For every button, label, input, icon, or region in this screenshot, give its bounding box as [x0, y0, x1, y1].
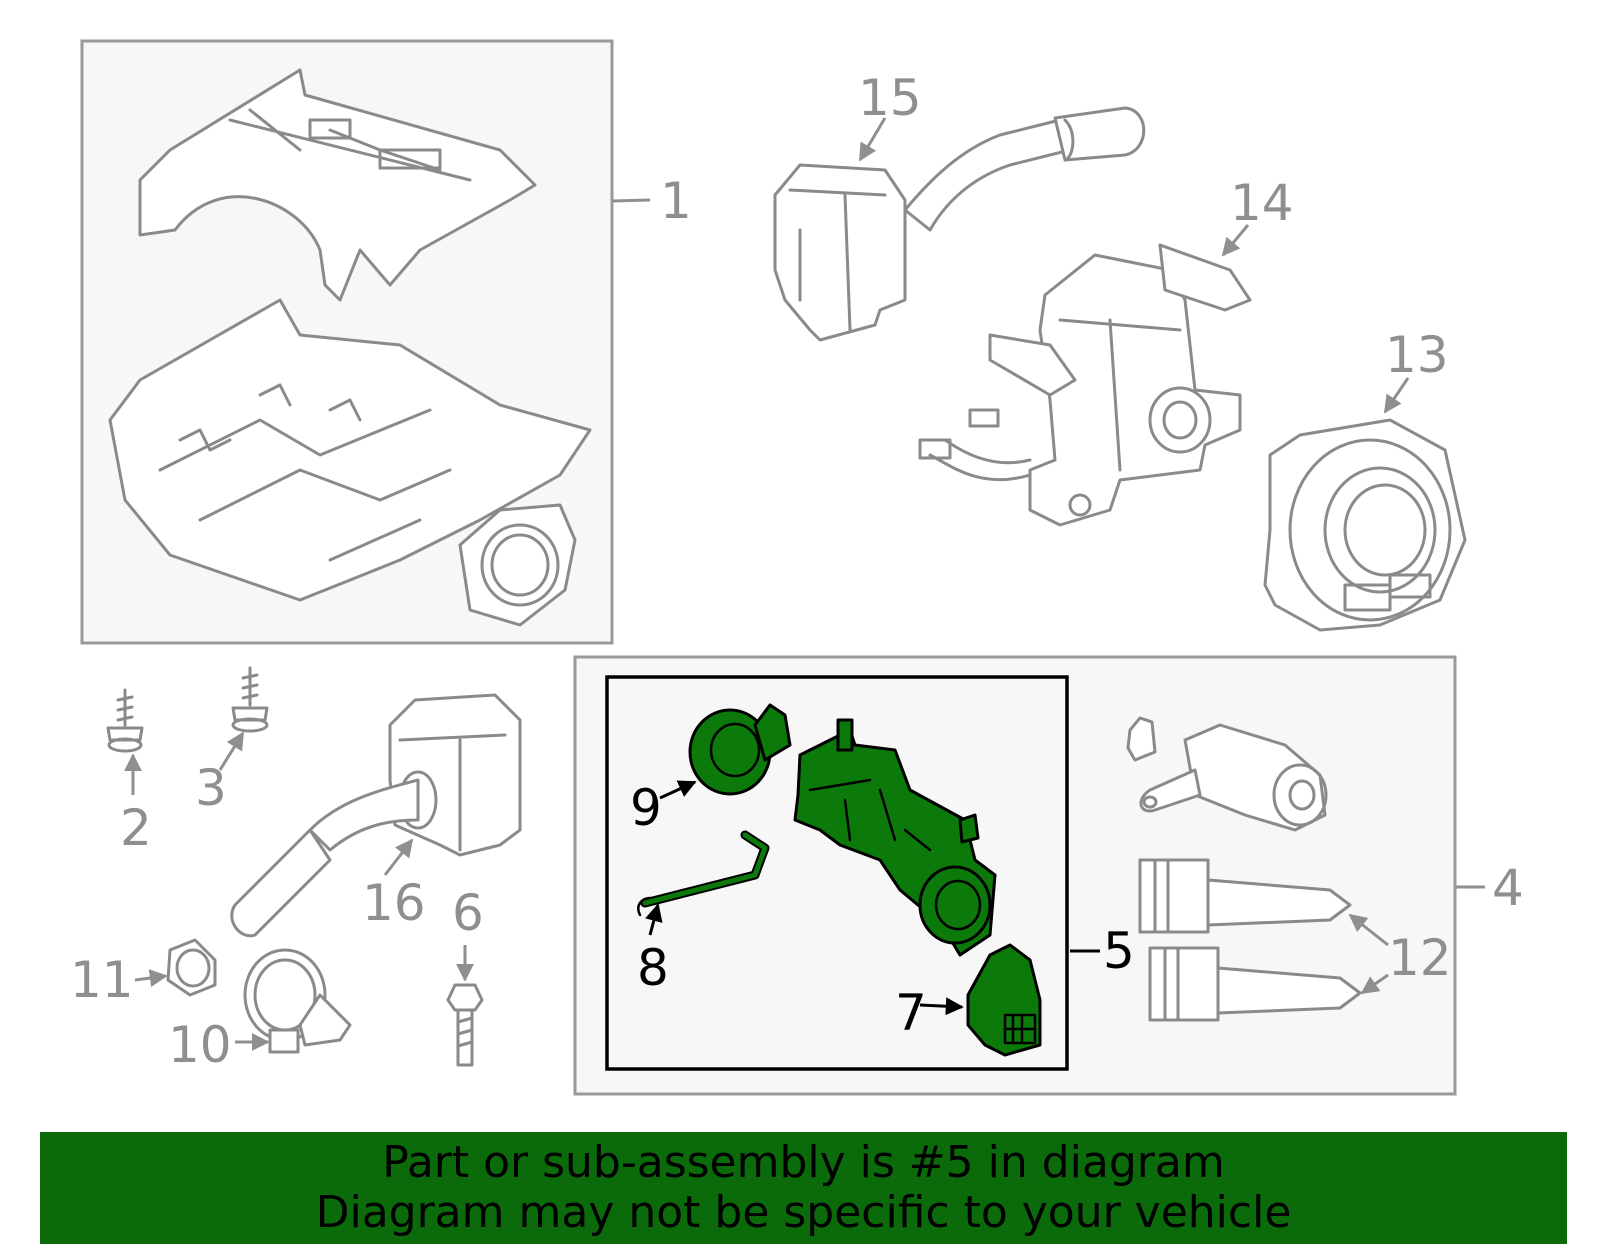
info-banner: Part or sub-assembly is #5 in diagram Di… — [40, 1132, 1567, 1244]
banner-line-2: Diagram may not be specific to your vehi… — [315, 1187, 1292, 1238]
callout-7: 7 — [895, 984, 927, 1042]
ignition-switch-connector-part — [966, 943, 1042, 1057]
lock-rod-part — [637, 830, 770, 917]
callout-6: 6 — [452, 884, 484, 942]
callout-8: 8 — [637, 939, 669, 997]
wiper-switch-part — [230, 693, 522, 938]
callout-15: 15 — [858, 69, 922, 127]
ignition-lock-housing-part — [793, 718, 997, 957]
transponder-ring-part — [243, 948, 352, 1054]
upper-shroud-part — [138, 68, 537, 302]
clock-spring-part — [1263, 418, 1467, 632]
sensor-bolt-part — [446, 983, 484, 1067]
callout-1: 1 — [660, 172, 692, 230]
callout-10: 10 — [168, 1016, 232, 1074]
callout-3: 3 — [195, 759, 227, 817]
callout-4: 4 — [1492, 859, 1524, 917]
multifunction-switch-part — [773, 106, 1146, 342]
callout-16: 16 — [362, 874, 426, 932]
key-part — [1148, 946, 1362, 1022]
callout-12: 12 — [1388, 929, 1452, 987]
lock-ring-part — [688, 703, 792, 796]
callout-2: 2 — [120, 799, 152, 857]
callout-14: 14 — [1230, 174, 1294, 232]
panel-lockset-group: 9 8 5 7 — [573, 655, 1457, 1096]
small-ring-part — [166, 938, 217, 997]
screw-part — [106, 688, 144, 753]
banner-line-1: Part or sub-assembly is #5 in diagram — [382, 1137, 1225, 1188]
panel-shroud-group — [80, 39, 614, 645]
switch-housing-part — [918, 243, 1252, 527]
callout-9: 9 — [630, 779, 662, 837]
bolt-part — [231, 666, 269, 733]
callout-11: 11 — [70, 951, 134, 1009]
callout-13: 13 — [1385, 326, 1449, 384]
lock-cylinder-part — [1126, 716, 1328, 832]
lower-shroud-part — [108, 298, 592, 602]
callout-5: 5 — [1103, 922, 1135, 980]
key-part — [1138, 858, 1352, 934]
